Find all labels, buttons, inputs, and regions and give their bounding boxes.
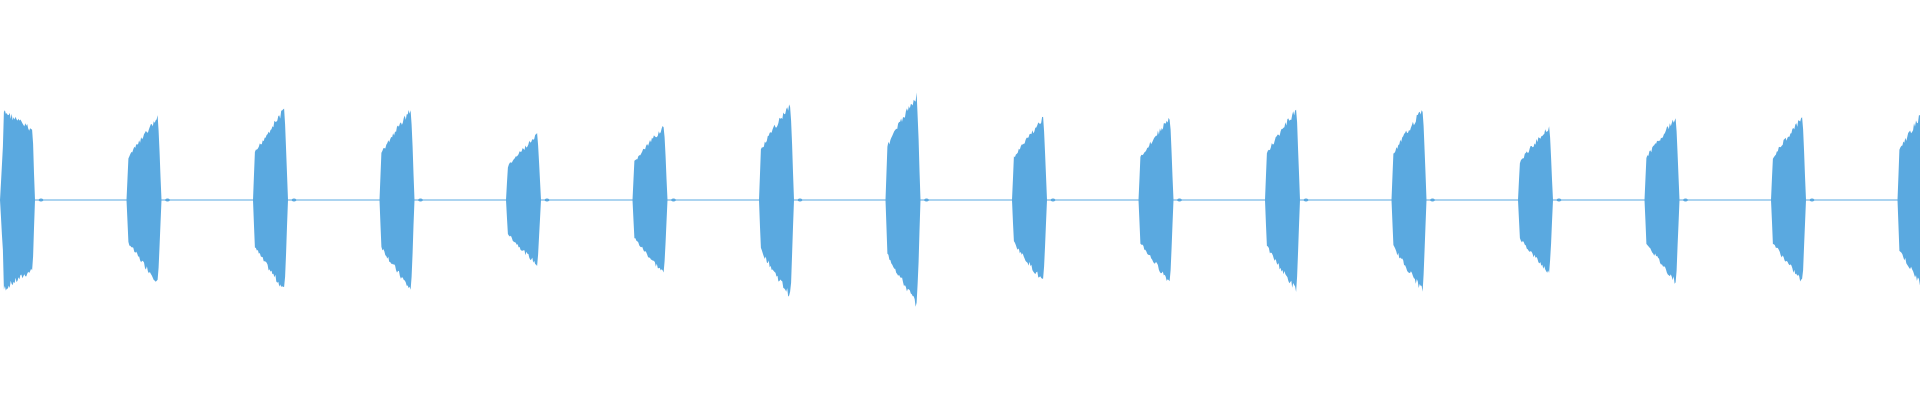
waveform-blip [418, 198, 423, 202]
waveform-blip [1430, 198, 1435, 202]
waveform-blip [1683, 198, 1688, 202]
waveform-blip [1303, 198, 1309, 202]
waveform-blip [671, 198, 676, 202]
waveform-burst [1265, 109, 1300, 292]
waveform-blip [1556, 198, 1562, 202]
waveform-blip [797, 198, 803, 202]
waveform-burst [885, 92, 921, 307]
waveform-blip [924, 198, 929, 202]
waveform-blip [544, 198, 550, 202]
waveform-burst [126, 115, 162, 282]
waveform-blip [38, 198, 44, 202]
waveform-burst [1391, 110, 1427, 292]
waveform-blip [1809, 198, 1815, 202]
waveform-burst [379, 110, 415, 290]
waveform-burst [253, 108, 288, 287]
waveform-burst [0, 110, 35, 291]
waveform-blip [1050, 198, 1056, 202]
waveform-burst [506, 133, 541, 266]
waveform-burst [1012, 116, 1047, 279]
waveform-burst [1897, 115, 1920, 286]
waveform-burst [1138, 117, 1174, 282]
waveform-blip [165, 198, 170, 202]
waveform-blip [1177, 198, 1182, 202]
waveform-burst [759, 104, 794, 297]
waveform-bursts [0, 92, 1920, 307]
waveform-burst [632, 126, 668, 273]
waveform-burst [1518, 126, 1553, 273]
waveform-blip [291, 198, 297, 202]
waveform-burst [1771, 117, 1806, 282]
waveform-burst [1644, 118, 1680, 284]
